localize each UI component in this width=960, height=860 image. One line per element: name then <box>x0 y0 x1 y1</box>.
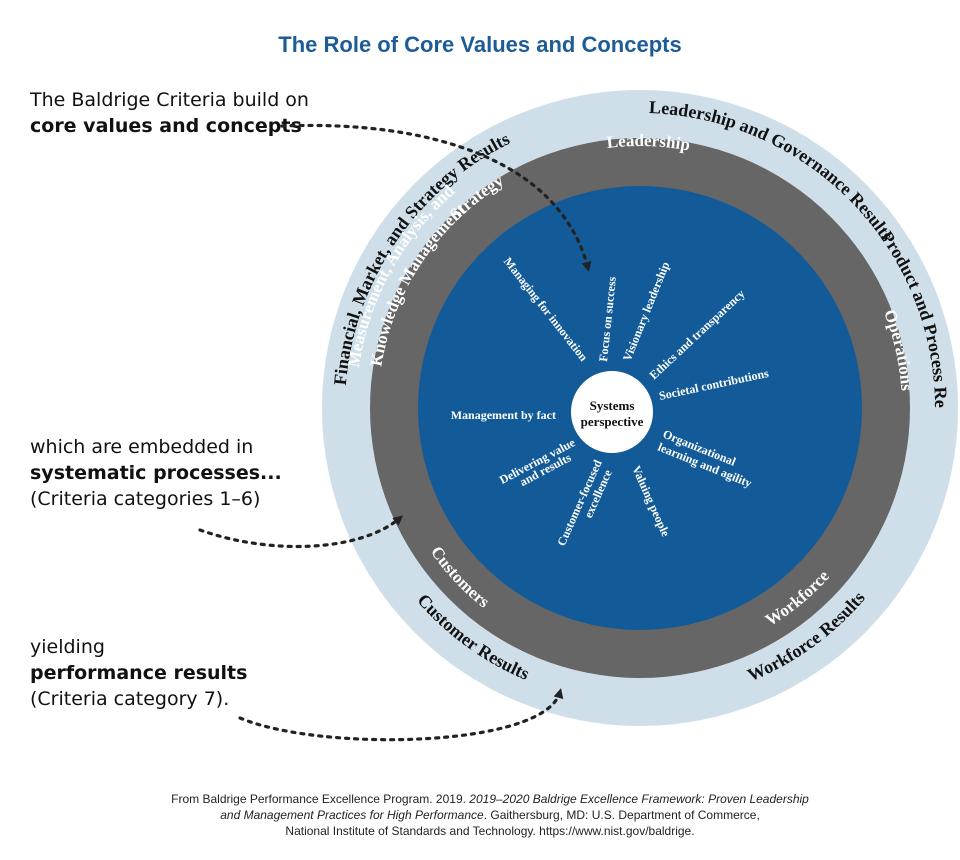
center-label: perspective <box>581 414 644 429</box>
citation-text: . Gaithersburg, MD: U.S. Department of C… <box>483 808 760 822</box>
callout-text: yielding <box>30 636 105 658</box>
callout-performance-results: yielding performance results (Criteria c… <box>30 634 247 712</box>
citation-title: 2019–2020 Baldrige Excellence Framework:… <box>220 792 809 822</box>
callout-systematic-processes: which are embedded in systematic process… <box>30 434 282 512</box>
callout-bold-text: systematic processes... <box>30 462 282 484</box>
callout-note: (Criteria category 7). <box>30 688 230 710</box>
page-title: The Role of Core Values and Concepts <box>278 32 682 57</box>
systems-perspective-circle <box>569 369 655 455</box>
callout-text: The Baldrige Criteria build on <box>30 89 309 111</box>
center-label: Systems <box>590 398 635 413</box>
callout-core-values: The Baldrige Criteria build on core valu… <box>30 87 309 139</box>
callout-text: which are embedded in <box>30 436 254 458</box>
citation: From Baldrige Performance Excellence Pro… <box>160 791 820 839</box>
dashed-arrow-processes <box>198 515 404 549</box>
dashed-arrow-core-values <box>280 123 592 272</box>
dashed-arrow-results <box>238 688 564 742</box>
citation-text: From Baldrige Performance Excellence Pro… <box>171 792 470 806</box>
citation-text: National Institute of Standards and Tech… <box>285 824 695 838</box>
callout-bold-text: performance results <box>30 662 248 684</box>
core-value-label: Management by fact <box>451 408 556 422</box>
middle-ring-label: Leadership <box>606 131 692 155</box>
callout-bold-text: core values and concepts <box>30 115 302 137</box>
callout-note: (Criteria categories 1–6) <box>30 488 261 510</box>
